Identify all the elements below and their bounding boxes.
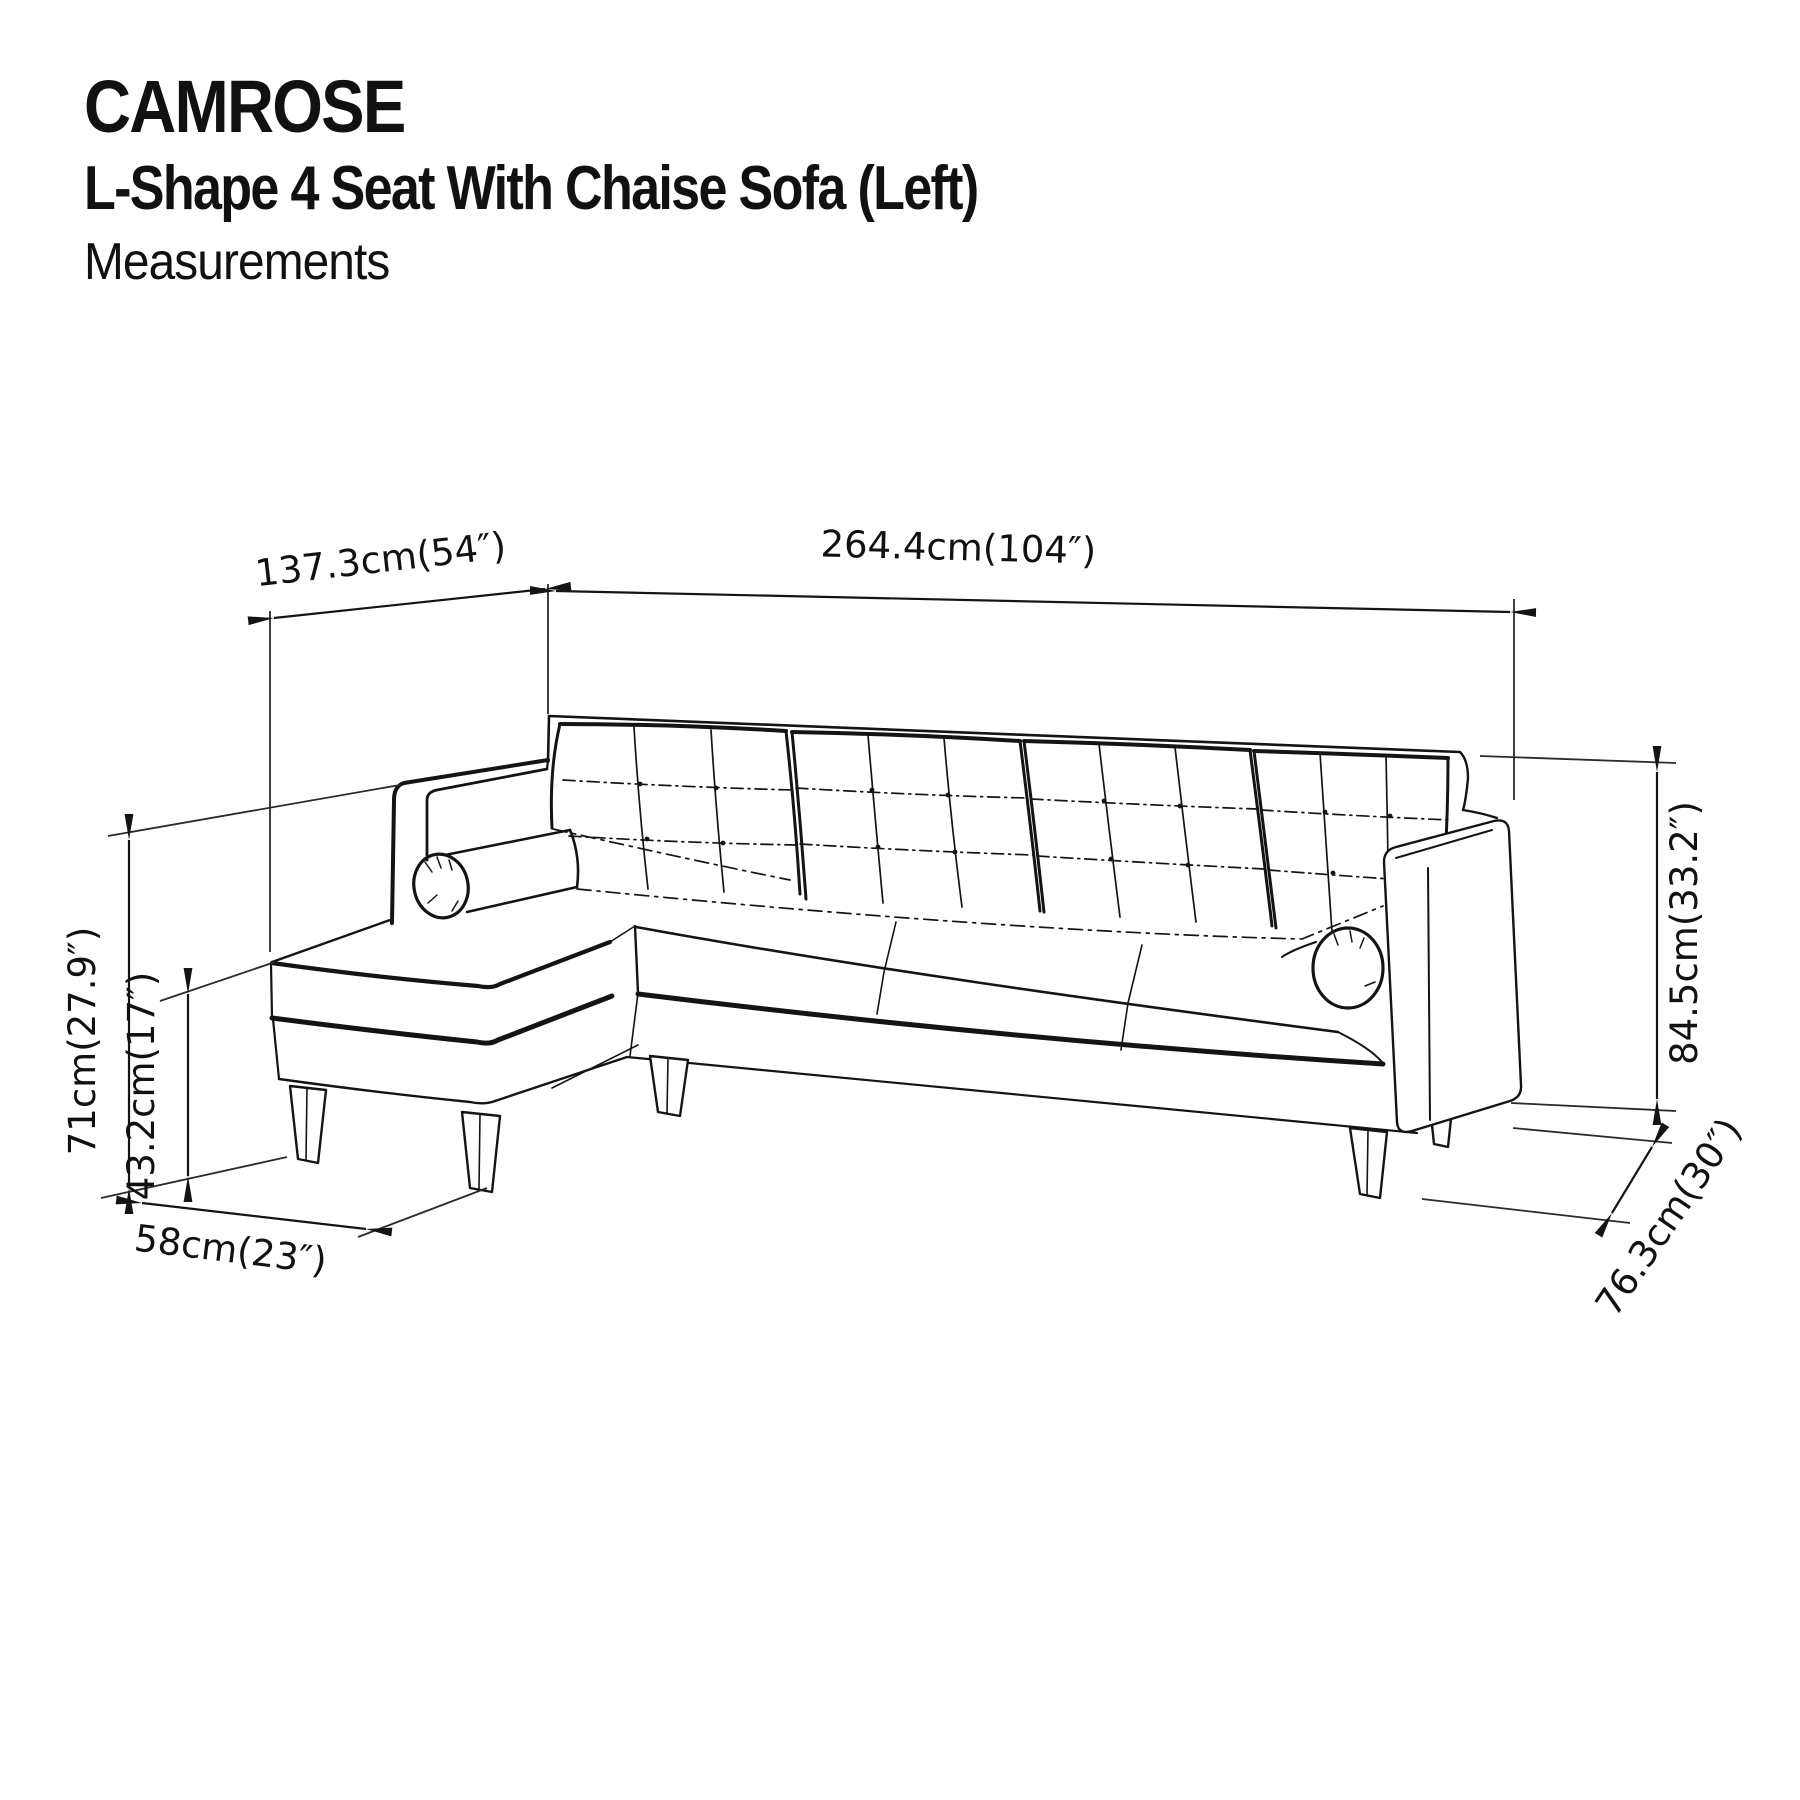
header: CAMROSE L-Shape 4 Seat With Chaise Sofa … <box>84 65 1148 291</box>
dim-overall-width: 264.4cm(104″) <box>529 522 1537 617</box>
sofa-legs <box>288 1054 1454 1200</box>
dim-seat-height: 43.2cm(17″) <box>120 968 193 1202</box>
dim-label-chaise-side-width: 137.3cm(54″) <box>253 524 508 595</box>
section-label: Measurements <box>84 233 390 291</box>
back-cushion-1 <box>549 722 802 896</box>
chaise-right-leg <box>460 1110 502 1194</box>
left-arm <box>390 758 550 925</box>
product-type: L-Shape 4 Seat With Chaise Sofa (Left) <box>84 154 979 223</box>
back-cushion-3 <box>1022 739 1274 928</box>
dim-chaise-depth: 58cm(23″) <box>115 1195 393 1283</box>
chaise-cushion-tuck-line <box>552 828 791 881</box>
dim-back-height: 84.5cm(33.2″) <box>1652 746 1706 1125</box>
right-arm <box>1382 808 1523 1134</box>
product-name: CAMROSE <box>84 65 406 148</box>
chaise-left-leg <box>288 1084 328 1165</box>
seat-tuck-line <box>576 888 1384 940</box>
front-right-leg <box>1348 1126 1389 1200</box>
right-bolster-pillow <box>1280 926 1385 1010</box>
dim-chaise-side-width: 137.3cm(54″) <box>247 524 572 626</box>
dim-arm-height: 71cm(27.9″) <box>61 814 134 1214</box>
sofa-illustration <box>269 714 1523 1200</box>
dim-label-chaise-depth: 58cm(23″) <box>132 1216 329 1282</box>
dim-label-back-height: 84.5cm(33.2″) <box>1663 801 1706 1065</box>
dim-label-arm-height: 71cm(27.9″) <box>61 927 104 1156</box>
left-bolster-pillow <box>412 828 580 920</box>
seat-cushions <box>634 921 1386 1067</box>
sofa-base <box>551 1044 1419 1135</box>
dim-label-overall-width: 264.4cm(104″) <box>820 522 1097 572</box>
back-cushions <box>549 722 1451 939</box>
front-left-leg <box>648 1054 690 1118</box>
back-cushion-2 <box>790 730 1042 913</box>
dim-label-seat-height: 43.2cm(17″) <box>120 972 163 1201</box>
right-arm-panel <box>1382 819 1523 1134</box>
chaise-seat <box>269 918 640 1105</box>
sofa-back-frame <box>546 714 1470 812</box>
